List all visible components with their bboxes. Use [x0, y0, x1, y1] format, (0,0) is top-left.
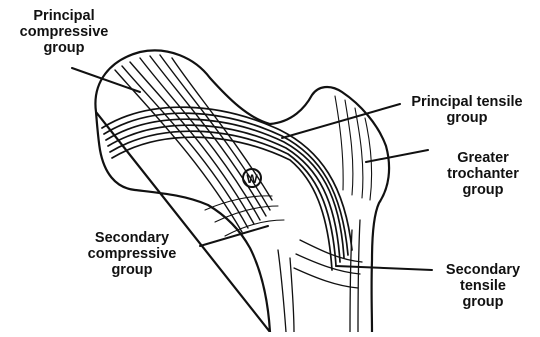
shaft-cortex-lines: [278, 220, 360, 332]
leader-greater-trochanter: [366, 150, 428, 162]
label-greater-trochanter: Greater trochanter group: [430, 150, 536, 198]
label-secondary-tensile: Secondary tensile group: [430, 262, 536, 310]
label-secondary-compressive: Secondary compressive group: [74, 230, 190, 278]
label-principal-tensile: Principal tensile group: [398, 94, 536, 126]
label-principal-compressive: Principal compressive group: [8, 8, 120, 56]
leader-secondary-compressive: [200, 226, 268, 246]
secondary-compressive-lines: [205, 196, 284, 236]
greater-trochanter-lines: [335, 96, 372, 200]
ward-triangle-label: W: [246, 172, 258, 186]
principal-compressive-lines: [115, 55, 272, 232]
leader-principal-tensile: [282, 104, 400, 138]
